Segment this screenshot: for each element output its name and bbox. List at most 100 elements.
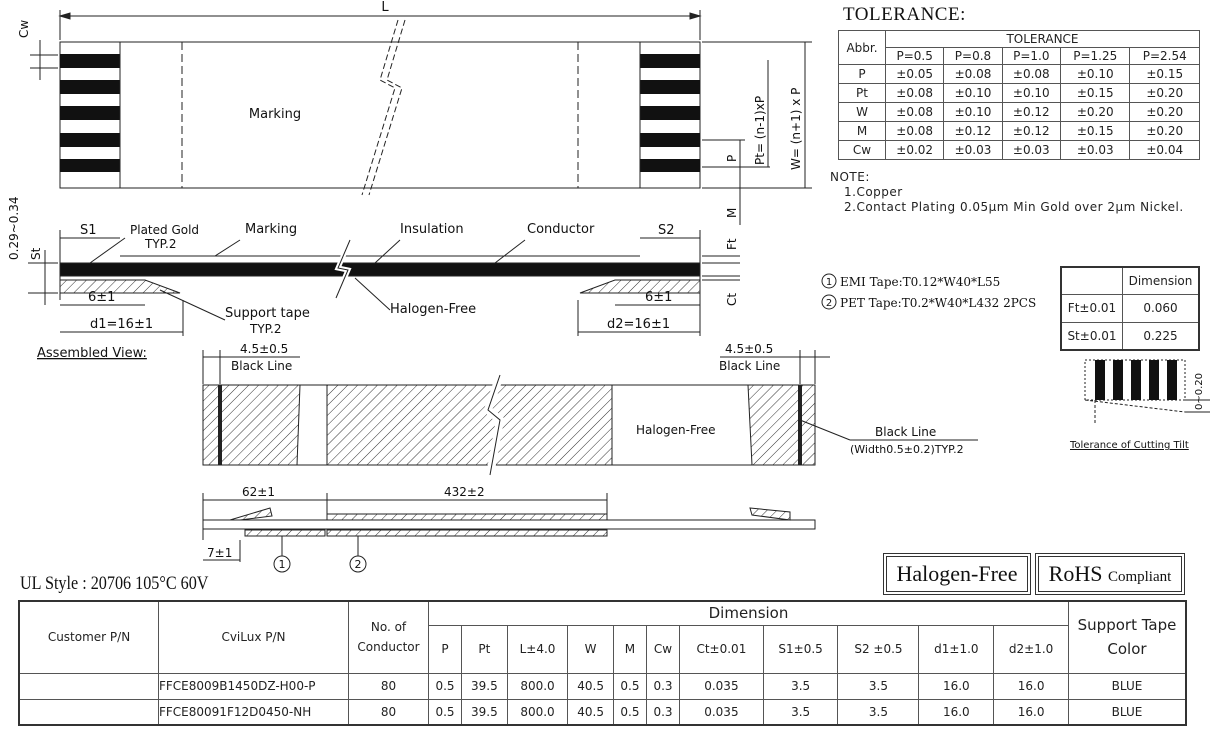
tolerance-value: ±0.12 (943, 121, 1003, 141)
dim-column-header: S2 ±0.5 (837, 624, 920, 674)
dim-value: 3.5 (762, 698, 839, 726)
tolerance-row: M±0.08±0.12±0.12±0.15±0.20 (838, 121, 1200, 141)
cvilux-pn-header: CviLux P/N (158, 600, 349, 674)
tolerance-value: ±0.10 (943, 102, 1003, 122)
left-black-line-label: Black Line (231, 359, 292, 373)
ft-label: Ft (725, 238, 739, 250)
thickness-label: 0.29~0.34 (7, 197, 21, 261)
tolerance-column-header: P=0.8 (943, 47, 1003, 65)
dim-column-header: L±4.0 (506, 624, 569, 674)
st-value: 0.225 (1122, 321, 1200, 351)
tolerance-value: ±0.10 (1001, 83, 1061, 103)
pt-label: Pt= (n-1)xP (753, 96, 767, 165)
st-tolerance: St±0.01 (1060, 321, 1123, 351)
tape-1-text: EMI Tape:T0.12*W40*L55 (840, 275, 1000, 289)
marking-label: Marking (249, 107, 301, 122)
callout-1: 1 (279, 558, 286, 571)
note-2: 2.Contact Plating 0.05μm Min Gold over 2… (844, 200, 1184, 214)
tolerance-value: ±0.08 (884, 102, 945, 122)
insulation-label: Insulation (400, 222, 464, 237)
cw-label: Cw (17, 20, 31, 38)
dim-column-header: S1±0.5 (762, 624, 839, 674)
dim-value: 3.5 (837, 672, 920, 700)
dim-value: 0.5 (612, 672, 647, 700)
dimension-table-header: Dimension (1122, 266, 1200, 295)
note-1: 1.Copper (844, 185, 903, 199)
tolerance-value: ±0.20 (1129, 121, 1200, 141)
tolerance-column-header: P=2.54 (1129, 47, 1200, 65)
dim-value: 0.5 (427, 698, 463, 726)
black-line-callout: Black Line (875, 425, 936, 439)
tolerance-row: Cw±0.02±0.03±0.03±0.03±0.04 (838, 140, 1200, 160)
rohs-badge: RoHS Compliant (1035, 553, 1185, 595)
dim-value: 40.5 (567, 698, 614, 726)
left-black-line-dim: 4.5±0.5 (240, 342, 288, 356)
dim-column-header: d1±1.0 (918, 624, 995, 674)
dim-value: 0.035 (679, 672, 764, 700)
side-marking-label: Marking (245, 222, 297, 237)
dim-column-header: W (567, 624, 614, 674)
dim-value: 3.5 (837, 698, 920, 726)
rohs-text: RoHS (1048, 561, 1103, 586)
tolerance-value: ±0.08 (943, 64, 1003, 84)
conductors-header: No. of Conductor (348, 600, 429, 674)
dim-value: 0.035 (679, 698, 764, 726)
dim-value: 0.5 (612, 698, 647, 726)
ft-value: 0.060 (1122, 293, 1200, 323)
tolerance-abbr: M (838, 121, 886, 141)
support-color-header: Support Tape Color (1068, 600, 1187, 674)
tolerance-value: ±0.03 (943, 140, 1003, 160)
dim-432: 432±2 (444, 485, 485, 499)
conductor-count: 80 (348, 672, 429, 700)
dim-column-header: d2±1.0 (993, 624, 1069, 674)
tape-legend: 1 EMI Tape:T0.12*W40*L55 2 PET Tape:T0.2… (821, 273, 1036, 310)
customer-pn (18, 698, 159, 726)
dim-column-header: M (612, 624, 647, 674)
tape-2-text: PET Tape:T0.2*W40*L432 2PCS (840, 296, 1036, 310)
tolerance-value: ±0.20 (1129, 83, 1200, 103)
tolerance-row: W±0.08±0.10±0.12±0.20±0.20 (838, 102, 1200, 122)
dim-value: 39.5 (461, 672, 508, 700)
tolerance-value: ±0.03 (1001, 140, 1061, 160)
assembled-view (202, 350, 978, 573)
dim-value: 16.0 (918, 672, 995, 700)
halogen-free-badge: Halogen-Free (883, 553, 1031, 595)
width-label: W= (n+1) x P (789, 88, 803, 170)
conductor-stripes-right (640, 54, 700, 172)
side-view (28, 230, 740, 336)
dimension-table-corner (1060, 266, 1123, 295)
side-halogen-free-label: Halogen-Free (390, 302, 476, 317)
dim-value: 0.3 (645, 698, 681, 726)
support-tape-color: BLUE (1068, 698, 1187, 726)
dimension-group-header: Dimension (428, 600, 1069, 626)
tolerance-value: ±0.10 (1059, 64, 1131, 84)
tolerance-value: ±0.20 (1059, 102, 1131, 122)
cutting-tilt-value: 0~0.20 (1194, 373, 1205, 410)
plated-gold-label: Plated Gold (130, 223, 199, 237)
dim-value: 16.0 (993, 672, 1069, 700)
s1-label: S1 (80, 223, 97, 238)
dim-62: 62±1 (242, 485, 275, 499)
assembled-view-title: Assembled View: (37, 346, 147, 361)
support-tape-label: Support tape (225, 306, 310, 321)
dim-value: 3.5 (762, 672, 839, 700)
black-line-note: (Width0.5±0.2)TYP.2 (850, 443, 964, 456)
tolerance-header-row: Abbr.TOLERANCE (838, 30, 1200, 65)
right-black-line-dim: 4.5±0.5 (725, 342, 773, 356)
notes-title: NOTE: (830, 170, 870, 184)
m-label: M (725, 208, 739, 218)
cutting-tilt-figure (1084, 359, 1210, 425)
tolerance-value: ±0.04 (1129, 140, 1200, 160)
tolerance-row: Pt±0.08±0.10±0.10±0.15±0.20 (838, 83, 1200, 103)
abbr-header: Abbr. (838, 30, 886, 65)
dim-value: 0.3 (645, 672, 681, 700)
tolerance-row: P±0.05±0.08±0.08±0.10±0.15 (838, 64, 1200, 84)
tolerance-value: ±0.10 (943, 83, 1003, 103)
dim-column-header: Cw (645, 624, 681, 674)
